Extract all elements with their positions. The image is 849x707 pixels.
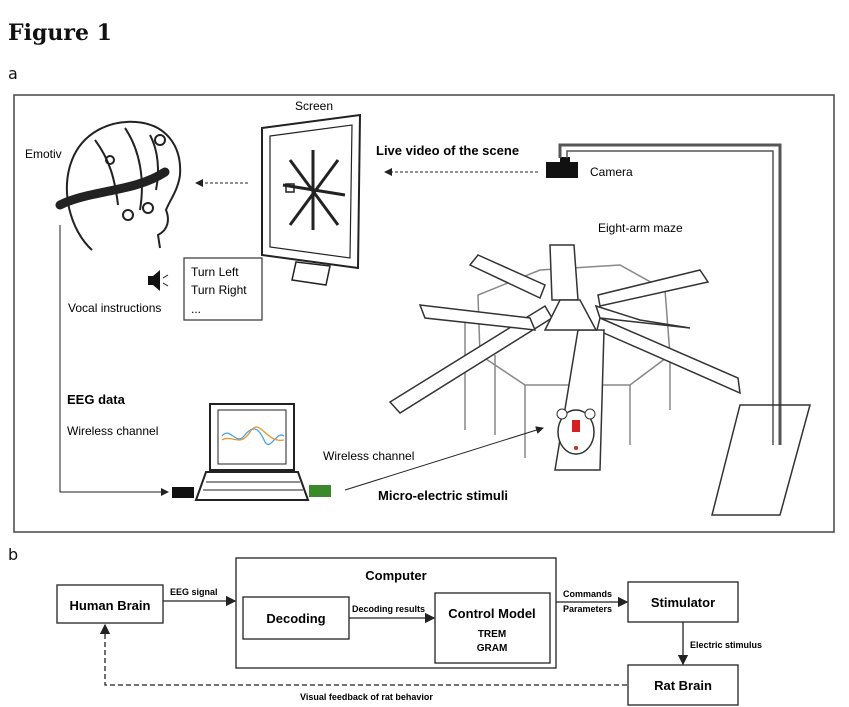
screen-monitor-icon xyxy=(261,113,362,286)
eight-arm-maze-icon xyxy=(388,244,741,471)
computer-text: Computer xyxy=(365,568,426,583)
floor-plate xyxy=(711,404,811,516)
rat-brain-text: Rat Brain xyxy=(654,678,712,693)
vocal-instructions-label: Vocal instructions xyxy=(68,301,161,315)
stimulator-text: Stimulator xyxy=(651,595,715,610)
eeg-data-label: EEG data xyxy=(67,392,126,407)
command-turn-right: Turn Right xyxy=(191,283,247,297)
panel-a-frame xyxy=(13,94,835,533)
camera-label: Camera xyxy=(590,165,633,179)
laptop-icon xyxy=(194,403,310,501)
visual-feedback-arrow xyxy=(99,623,627,686)
stimulus-to-rat-arrow xyxy=(344,426,544,491)
live-video-label: Live video of the scene xyxy=(376,143,519,158)
command-turn-left: Turn Left xyxy=(191,265,239,279)
figure-title: Figure 1 xyxy=(8,20,112,46)
speaker-icon xyxy=(148,270,169,291)
trem-text: TREM xyxy=(478,629,506,640)
stimulus-transmitter-icon xyxy=(309,485,331,497)
electric-stimulus-label: Electric stimulus xyxy=(690,640,762,650)
wireless-channel-left-label: Wireless channel xyxy=(67,424,158,438)
eeg-receiver-icon xyxy=(172,487,194,498)
commands-label: Commands xyxy=(563,589,612,599)
emotiv-label: Emotiv xyxy=(25,147,62,161)
eeg-signal-label: EEG signal xyxy=(170,587,218,597)
rat-icon xyxy=(556,408,596,455)
decoding-results-label: Decoding results xyxy=(352,604,425,614)
wireless-channel-right-label: Wireless channel xyxy=(323,449,414,463)
gram-text: GRAM xyxy=(477,643,508,654)
emotiv-headset-icon xyxy=(55,120,182,251)
screen-label: Screen xyxy=(295,99,333,113)
panel-b-label: b xyxy=(8,545,19,564)
panel-a-label: a xyxy=(8,64,18,83)
control-model-box xyxy=(434,592,551,664)
parameters-label: Parameters xyxy=(563,604,612,614)
command-ellipsis: ... xyxy=(191,302,201,316)
emotiv-to-laptop-arrow xyxy=(59,225,169,496)
instruction-box xyxy=(183,257,263,321)
computer-box xyxy=(235,557,557,669)
visual-feedback-label: Visual feedback of rat behavior xyxy=(300,692,433,702)
maze-label: Eight-arm maze xyxy=(598,221,683,235)
camera-icon xyxy=(546,143,782,445)
human-brain-box xyxy=(56,584,164,624)
micro-stimuli-label: Micro-electric stimuli xyxy=(378,488,508,503)
decoding-text: Decoding xyxy=(266,611,325,626)
human-brain-text: Human Brain xyxy=(70,598,151,613)
control-model-text: Control Model xyxy=(448,606,535,621)
